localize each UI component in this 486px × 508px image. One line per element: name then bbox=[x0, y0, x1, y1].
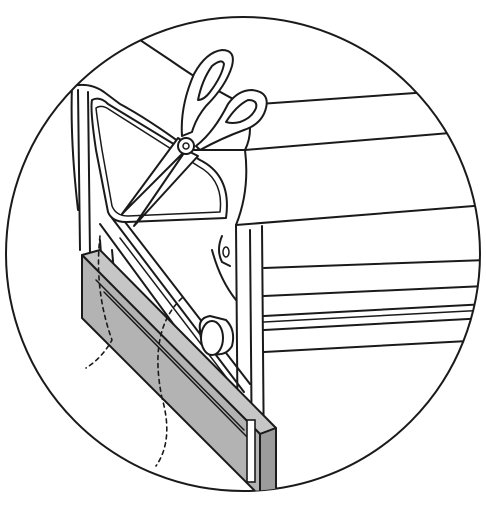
knob bbox=[198, 315, 235, 356]
strip-end-face bbox=[259, 427, 277, 491]
protective-strip bbox=[81, 249, 277, 491]
appliance-top-surface bbox=[70, 29, 480, 226]
left-frame-posts bbox=[77, 89, 115, 273]
hidden-dashed-lines bbox=[85, 235, 183, 467]
scissors-icon bbox=[121, 49, 268, 227]
body-rails bbox=[263, 259, 480, 353]
strip-front-face bbox=[81, 254, 261, 491]
front-post-segment bbox=[246, 419, 256, 483]
panel-window bbox=[90, 97, 228, 223]
detail-circle-frame bbox=[5, 16, 481, 492]
